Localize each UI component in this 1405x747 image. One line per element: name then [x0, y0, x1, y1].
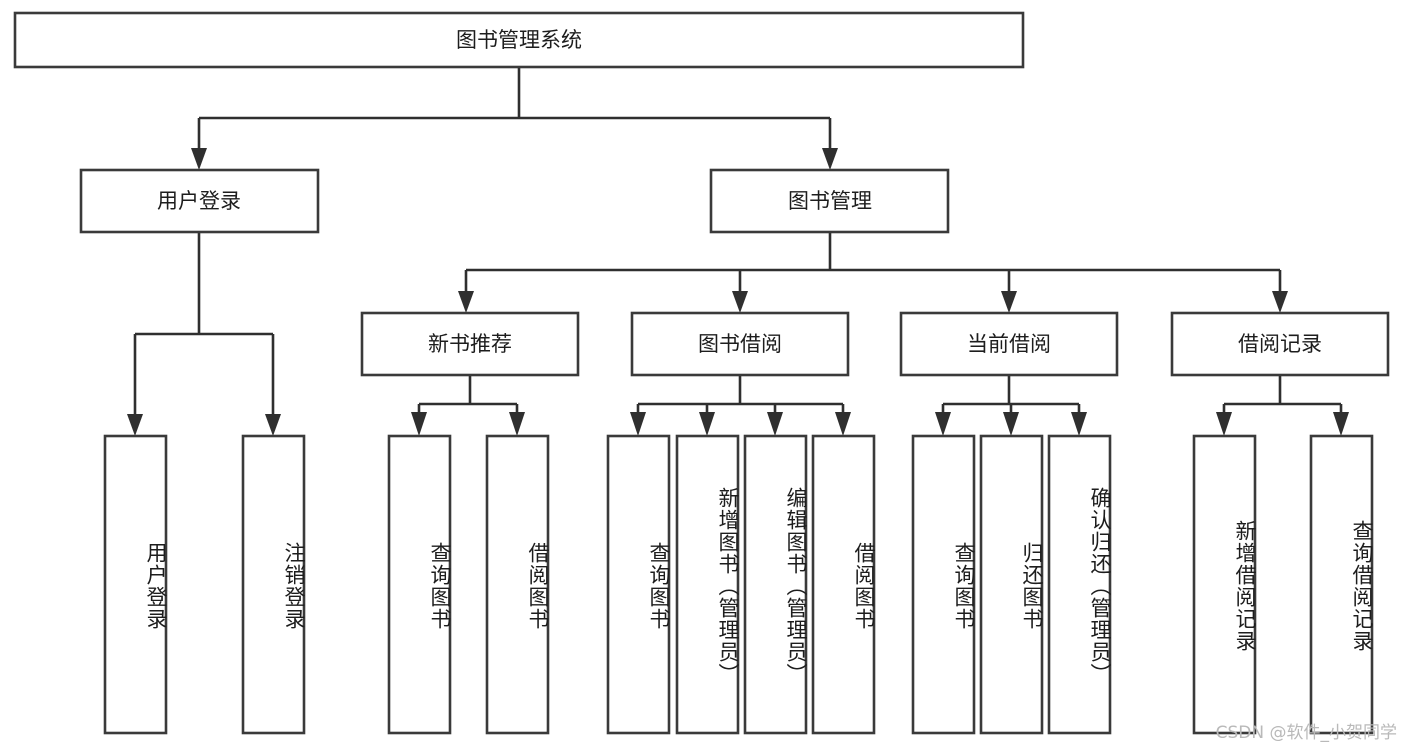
- arrowhead-currentborrow-leaf-2: [1003, 412, 1019, 436]
- node-new-book-recommend-box[interactable]: [360, 311, 580, 377]
- arrowhead-borrowrecord-leaf-1: [1216, 412, 1232, 436]
- node-book-manage-label: 图书管理: [788, 189, 872, 213]
- arrowhead-bookborrow-leaf-2: [699, 412, 715, 436]
- arrowhead-bookborrow: [732, 291, 748, 313]
- leaf-book-borrow-2-box[interactable]: [675, 434, 740, 735]
- leaf-current-borrow-1-box[interactable]: [911, 434, 976, 735]
- node-new-book-recommend-label: 新书推荐: [428, 332, 512, 356]
- node-borrow-record-box[interactable]: [1170, 311, 1390, 377]
- leaf-user-login-2-box[interactable]: [241, 434, 306, 735]
- arrowhead-newbook-leaf-2: [509, 412, 525, 436]
- node-book-manage-box[interactable]: [709, 168, 950, 234]
- arrowhead-user-login: [191, 148, 207, 170]
- node-user-login-box[interactable]: [79, 168, 320, 234]
- arrowhead-bookborrow-leaf-3: [767, 412, 783, 436]
- leaf-book-borrow-3-box[interactable]: [743, 434, 808, 735]
- arrowhead-newbook: [458, 291, 474, 313]
- leaf-current-borrow-3-box[interactable]: [1047, 434, 1112, 735]
- leaf-user-login-1-box[interactable]: [103, 434, 168, 735]
- arrowhead-borrowrecord: [1272, 291, 1288, 313]
- arrowhead-currentborrow-leaf-1: [935, 412, 951, 436]
- arrowhead-currentborrow-leaf-3: [1071, 412, 1087, 436]
- leaf-new-book-1-box[interactable]: [387, 434, 452, 735]
- arrowhead-book-manage: [822, 148, 838, 170]
- leaf-borrow-record-2-box[interactable]: [1309, 434, 1374, 735]
- node-root-box[interactable]: [13, 11, 1025, 69]
- node-root-label: 图书管理系统: [456, 28, 582, 52]
- edges-layer: [127, 67, 1349, 436]
- arrowhead-currentborrow: [1001, 291, 1017, 313]
- node-book-borrow-box[interactable]: [630, 311, 850, 377]
- arrowhead-bookborrow-leaf-1: [630, 412, 646, 436]
- nodes-layer: 图书管理系统 用户登录 图书管理 新书推荐 图书借阅 当前借阅 借阅记录: [13, 11, 1390, 735]
- node-user-login-label: 用户登录: [157, 189, 241, 213]
- csdn-watermark: CSDN @软件_小贺同学: [1215, 723, 1397, 743]
- arrowhead-bookborrow-leaf-4: [835, 412, 851, 436]
- arrowhead-userlogin-leaf-1: [127, 414, 143, 436]
- node-current-borrow-box[interactable]: [899, 311, 1119, 377]
- leaf-book-borrow-1-box[interactable]: [606, 434, 671, 735]
- arrowhead-borrowrecord-leaf-2: [1333, 412, 1349, 436]
- node-borrow-record-label: 借阅记录: [1238, 332, 1322, 356]
- node-book-borrow-label: 图书借阅: [698, 332, 782, 356]
- leaf-borrow-record-1-box[interactable]: [1192, 434, 1257, 735]
- node-current-borrow-label: 当前借阅: [967, 332, 1051, 356]
- leaf-book-borrow-4-box[interactable]: [811, 434, 876, 735]
- leaf-new-book-2-box[interactable]: [485, 434, 550, 735]
- leaf-current-borrow-2-box[interactable]: [979, 434, 1044, 735]
- arrowhead-userlogin-leaf-2: [265, 414, 281, 436]
- arrowhead-newbook-leaf-1: [411, 412, 427, 436]
